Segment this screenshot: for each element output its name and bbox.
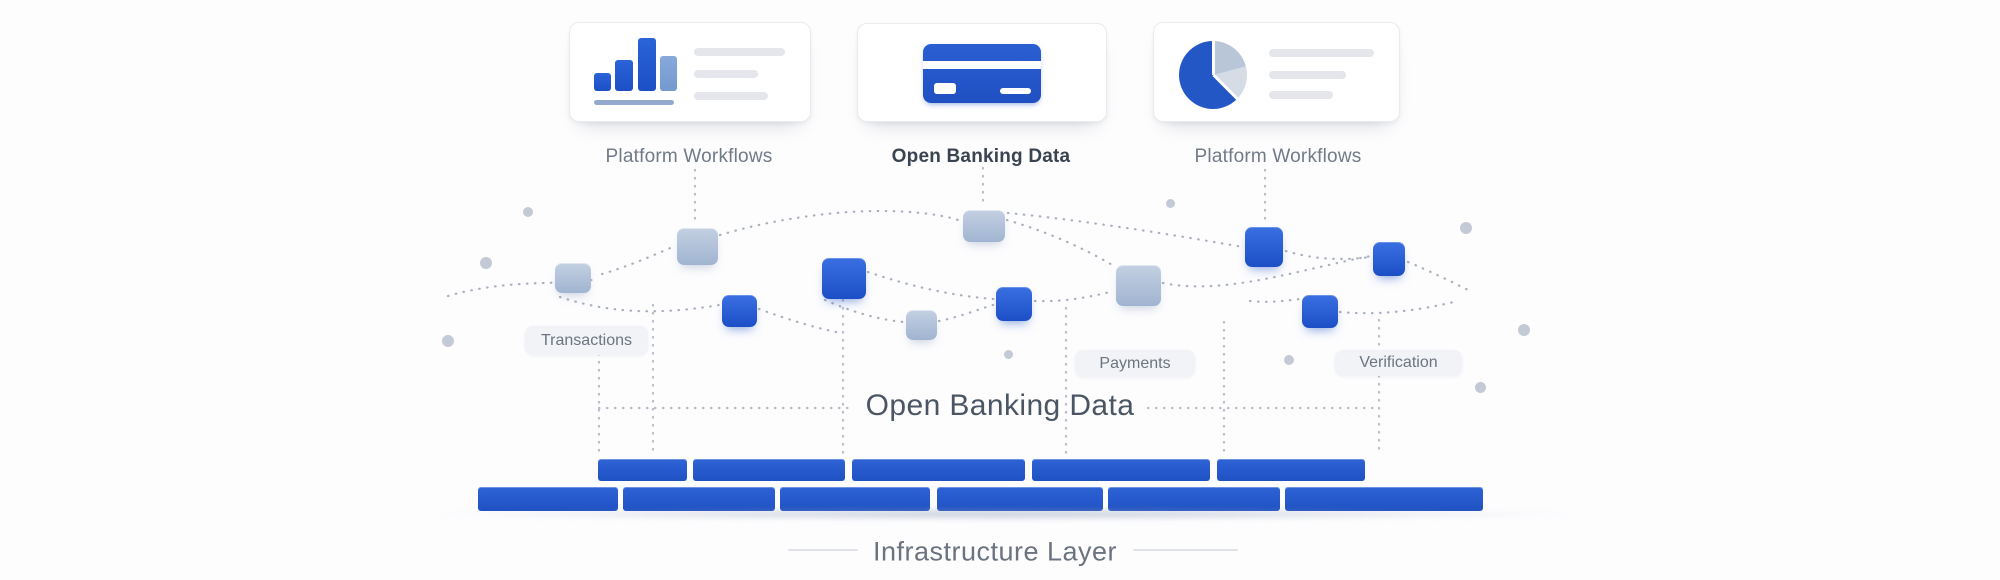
decorative-dot <box>523 207 533 217</box>
network-node-light <box>677 228 718 265</box>
bar-3 <box>638 38 656 91</box>
pie-chart-icon <box>1179 41 1247 109</box>
skeleton-line <box>694 70 758 78</box>
infrastructure-brick <box>693 459 845 481</box>
network-node-blue <box>722 295 757 327</box>
decorative-dot <box>442 335 454 347</box>
decorative-dot <box>1474 381 1486 393</box>
network-node-blue <box>1302 295 1338 328</box>
platform-shadow <box>438 507 1570 521</box>
decorative-dot <box>1284 355 1294 365</box>
network-node-light <box>906 310 937 340</box>
network-node-light <box>963 210 1005 242</box>
reporting-card <box>1153 22 1400 122</box>
infrastructure-brick <box>1217 459 1365 481</box>
skeleton-line <box>1269 49 1374 57</box>
tag-verification: Verification <box>1335 350 1462 376</box>
network-node-light <box>1116 265 1161 306</box>
infra-divider-right <box>1133 549 1238 551</box>
skeleton-line <box>694 48 785 56</box>
decorative-dot <box>480 257 492 269</box>
network-node-blue <box>996 287 1032 321</box>
skeleton-line <box>1269 71 1346 79</box>
card-number-line <box>1000 88 1031 94</box>
network-node-blue <box>1245 227 1283 267</box>
network-node-blue <box>822 258 866 299</box>
decorative-dot <box>1518 324 1530 336</box>
network-node-light <box>555 263 591 293</box>
tag-payments: Payments <box>1075 350 1195 377</box>
infra-divider-left <box>788 549 858 551</box>
tag-transactions: Transactions <box>525 326 648 355</box>
credit-card-icon <box>923 44 1041 103</box>
card-caption-open-banking-data: Open Banking Data <box>891 146 1071 167</box>
infrastructure-brick <box>1032 459 1210 481</box>
pie-divider <box>1211 41 1215 75</box>
bar-4 <box>660 56 677 91</box>
card-chip <box>934 83 956 94</box>
payment-card <box>857 23 1107 122</box>
bar-chart-baseline <box>594 100 674 105</box>
decorative-dot <box>1003 349 1013 359</box>
network-node-blue <box>1373 242 1405 276</box>
card-caption-platform-workflows: Platform Workflows <box>605 146 773 167</box>
bar-2 <box>615 60 633 91</box>
skeleton-line <box>1269 91 1333 99</box>
card-caption-platform-workflows-2: Platform Workflows <box>1194 146 1362 167</box>
bar-chart-icon <box>570 23 685 121</box>
pie-divider <box>1211 73 1239 101</box>
infrastructure-brick <box>598 459 687 481</box>
bar-1 <box>594 73 611 91</box>
infrastructure-brick <box>852 459 1025 481</box>
card-stripe <box>923 61 1041 69</box>
infrastructure-layer-title: Infrastructure Layer <box>872 536 1118 567</box>
analytics-card <box>569 22 811 122</box>
decorative-dot <box>1460 222 1472 234</box>
center-title: Open Banking Data <box>865 389 1135 422</box>
skeleton-line <box>694 92 768 100</box>
decorative-dot <box>1165 198 1175 208</box>
